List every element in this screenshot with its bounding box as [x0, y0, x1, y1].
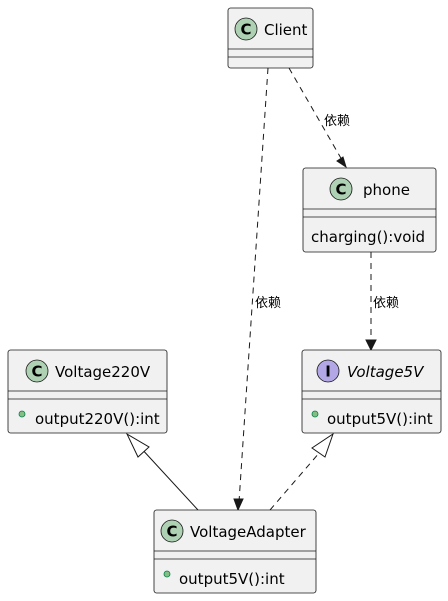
public-visibility-icon	[163, 570, 171, 578]
relation-phone-voltage5v: 依赖	[365, 252, 399, 352]
method-output220v: output220V():int	[35, 410, 160, 428]
realization-triangle	[311, 432, 334, 458]
relation-adapter-voltage5v	[269, 432, 334, 511]
method-charging: charging():void	[311, 228, 425, 246]
relation-label: 依赖	[324, 114, 350, 129]
class-client: C Client	[227, 7, 314, 69]
svg-text:C: C	[166, 523, 177, 541]
interface-name: Voltage5V	[347, 363, 425, 381]
class-voltageadapter: C VoltageAdapter output5V():int	[153, 509, 317, 594]
arrow-head	[365, 339, 377, 352]
method-output5v: output5V():int	[179, 570, 285, 588]
public-visibility-icon	[311, 410, 319, 418]
svg-text:C: C	[335, 181, 346, 199]
relation-label: 依赖	[255, 296, 281, 311]
class-name: Client	[264, 21, 308, 39]
class-badge-icon: C	[329, 177, 353, 201]
class-voltage220v: C Voltage220V output220V():int	[7, 349, 168, 434]
class-badge-icon: C	[25, 359, 49, 383]
public-visibility-icon	[18, 410, 26, 418]
arrow-head	[336, 156, 347, 169]
interface-voltage5v: I Voltage5V output5V():int	[301, 349, 442, 434]
class-badge-icon: C	[160, 519, 184, 543]
method-output5v: output5V():int	[327, 410, 433, 428]
class-phone: C phone charging():void	[302, 167, 437, 253]
relation-client-phone: 依赖	[288, 67, 350, 169]
arrow-head	[233, 498, 244, 512]
svg-text:C: C	[31, 363, 42, 381]
inheritance-triangle	[125, 432, 150, 458]
relation-label: 依赖	[373, 296, 399, 311]
svg-text:I: I	[325, 363, 331, 381]
svg-text:C: C	[240, 21, 251, 39]
class-name: VoltageAdapter	[190, 523, 307, 541]
class-name: Voltage220V	[55, 363, 151, 381]
class-badge-icon: C	[234, 17, 258, 41]
relation-adapter-voltage220v	[125, 432, 199, 511]
class-name: phone	[363, 181, 410, 199]
interface-badge-icon: I	[316, 359, 340, 383]
relation-client-adapter: 依赖	[233, 67, 281, 512]
